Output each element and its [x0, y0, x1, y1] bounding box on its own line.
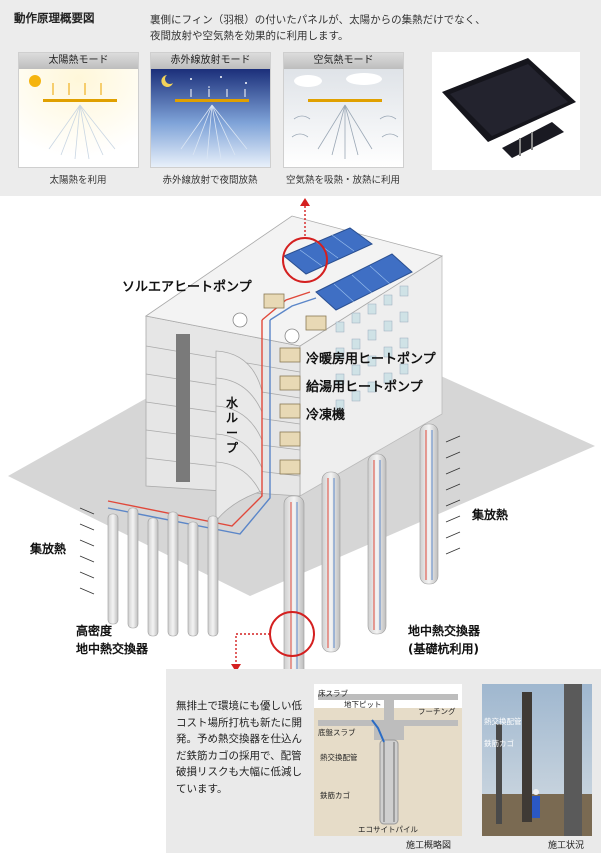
ground-exchanger-label-2: (基礎杭利用) [408, 640, 479, 657]
infrared-mode-label: 赤外線放射モード [151, 53, 270, 69]
solar-mode-illustration [19, 69, 138, 167]
photo-rebar-cage-label: 鉄筋カゴ [484, 738, 514, 749]
solair-heat-pump-label: ソルエアヒートポンプ [122, 276, 252, 295]
construction-site-photo [482, 684, 592, 836]
section-caption: 施工概略図 [406, 838, 451, 851]
description-line-2: 夜間放射や空気熱を効果的に利用します。 [150, 28, 348, 43]
footing-label: フーチング [418, 706, 456, 717]
cooling-heating-pump-label: 冷暖房用ヒートポンプ [306, 348, 436, 367]
basement-pit-label: 地下ピット [344, 699, 382, 710]
air-mode-caption: 空気熱を吸熱・放熱に利用 [278, 172, 408, 186]
photo-caption: 施工状況 [548, 838, 584, 851]
heat-release-label-right: 集放熱 [472, 506, 508, 523]
air-mode-label: 空気熱モード [284, 53, 403, 69]
construction-description: 無排土で環境にも優しい低コスト場所打杭も新たに開発。予め熱交換器を仕込んだ鉄筋カ… [176, 698, 304, 797]
high-density-label-2: 地中熱交換器 [76, 640, 148, 657]
air-mode-illustration [284, 69, 403, 167]
sun-icon [29, 75, 41, 87]
floor-slab-label: 床スラブ [318, 688, 348, 699]
photo-heat-pipe-label: 熱交換配管 [484, 716, 522, 727]
infrared-mode-caption: 赤外線放射で夜間放熱 [145, 172, 275, 186]
base-slab-label: 底盤スラブ [318, 727, 356, 738]
rebar-cage-label: 鉄筋カゴ [320, 790, 350, 801]
solar-mode-caption: 太陽熱を利用 [13, 172, 143, 186]
solar-panel-photo [432, 52, 580, 170]
air-mode-figure: 空気熱モード [283, 52, 404, 168]
section-title: 動作原理概要図 [14, 10, 95, 26]
refrigerator-label: 冷凍機 [306, 404, 345, 423]
high-density-label-1: 高密度 [76, 622, 112, 639]
infrared-mode-figure: 赤外線放射モード [150, 52, 271, 168]
eco-pile-label: エコサイトパイル [358, 824, 418, 835]
water-loop-label: 水ループ [226, 396, 240, 456]
solar-mode-label: 太陽熱モード [19, 53, 138, 69]
ground-exchanger-label-1: 地中熱交換器 [408, 622, 480, 639]
system-diagram [0, 196, 601, 676]
description-line-1: 裏側にフィン（羽根）の付いたパネルが、太陽からの集熱だけでなく、 [150, 12, 486, 27]
heat-exchange-pipe-label: 熱交換配管 [320, 752, 358, 763]
hot-water-pump-label: 給湯用ヒートポンプ [306, 376, 423, 395]
cloud-icon [294, 75, 322, 87]
infrared-mode-illustration [151, 69, 270, 167]
solar-mode-figure: 太陽熱モード [18, 52, 139, 168]
heat-release-label-left: 集放熱 [30, 540, 66, 557]
